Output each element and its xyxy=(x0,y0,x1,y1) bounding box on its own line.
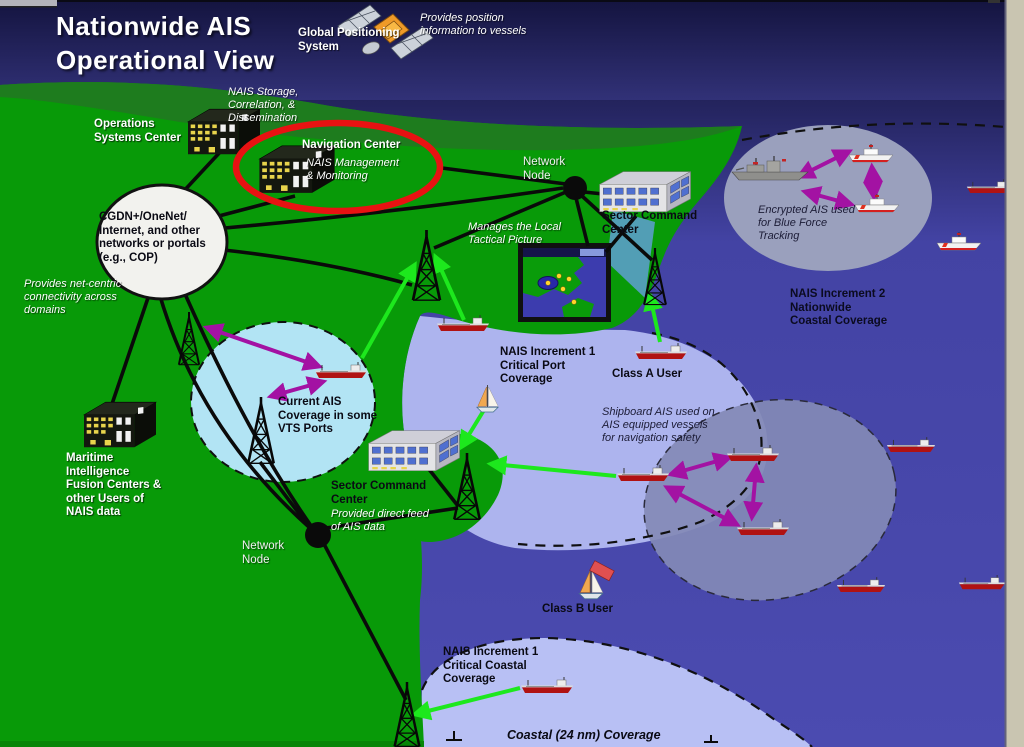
network-cloud xyxy=(95,183,229,301)
osc-note: NAIS Storage, Correlation, & Disseminati… xyxy=(228,86,299,124)
vts-label: Current AIS Coverage in some VTS Ports xyxy=(278,396,378,436)
ais-purple-links xyxy=(202,149,884,527)
zone-shipboard-ais xyxy=(643,398,897,602)
mifc-label: Maritime Intelligence Fusion Centers & o… xyxy=(66,452,162,519)
tactical-note: Manages the Local Tactical Picture xyxy=(468,221,561,246)
mifc-building-icon xyxy=(83,401,157,448)
network-node-bottom-label: Network Node xyxy=(242,540,285,566)
gps-note: Provides position information to vessels xyxy=(420,12,527,37)
increment2-label: NAIS Increment 2 Nationwide Coastal Cove… xyxy=(790,288,888,328)
class-b-label: Class B User xyxy=(542,603,613,615)
window-chrome-fragment xyxy=(988,0,1000,3)
highlight-oval xyxy=(232,119,444,215)
scc-top-building-icon xyxy=(599,171,692,213)
coastal24-label: Coastal (24 nm) Coverage xyxy=(507,728,661,742)
chart-tick-marks xyxy=(446,731,718,743)
navcen-label: Navigation Center xyxy=(302,139,401,151)
gps-label: Global Positioning System xyxy=(298,27,400,53)
vessels xyxy=(314,144,1012,694)
shipboard-note: Shipboard AIS used on AIS equipped vesse… xyxy=(602,406,715,444)
network-node-top-label: Network Node xyxy=(523,156,566,182)
class-a-label: Class A User xyxy=(612,368,683,380)
osc-label: Operations Systems Center xyxy=(94,118,181,144)
slide-title: Nationwide AIS Operational View xyxy=(56,11,275,75)
ais-green-links xyxy=(360,252,663,721)
network-node-dot-bottom xyxy=(305,522,331,548)
scc-mid-label: Sector Command Center xyxy=(331,480,427,506)
increment1-coastal-label: NAIS Increment 1 Critical Coastal Covera… xyxy=(443,646,539,686)
class-b-sailboat-icon xyxy=(578,560,615,600)
increment1-port-label: NAIS Increment 1 Critical Port Coverage xyxy=(500,346,596,386)
horizon-band xyxy=(0,82,742,151)
top-border xyxy=(0,0,1005,2)
scc-mid-building-icon xyxy=(368,430,461,472)
network-node-dot-top xyxy=(563,176,587,200)
blueforce-note: Encrypted AIS used for Blue Force Tracki… xyxy=(758,204,855,242)
window-background-margin xyxy=(1005,0,1024,747)
navcen-note: NAIS Management & Monitoring xyxy=(306,157,399,182)
zone-critical-coastal-coverage xyxy=(420,638,812,747)
scc-mid-note: Provided direct feed of AIS data xyxy=(331,508,429,533)
cloud-label: CGDN+/OneNet/ Internet, and other networ… xyxy=(99,211,206,264)
cloud-note: Provides net-centric connectivity across… xyxy=(24,278,122,316)
scc-top-label: Sector Command Center xyxy=(602,210,698,236)
window-chrome-fragment xyxy=(0,0,57,7)
tactical-display-screen xyxy=(518,243,611,322)
window-chrome-fragment-border xyxy=(0,6,57,8)
